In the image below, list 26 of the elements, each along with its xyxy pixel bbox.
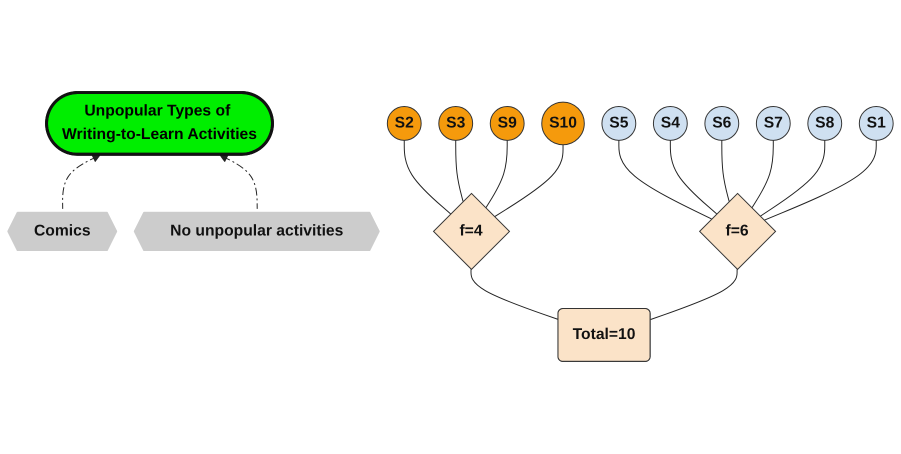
connector [618, 140, 712, 220]
node-circle: S9 [490, 106, 525, 141]
connector [650, 268, 738, 320]
node-circle: S10 [541, 102, 585, 146]
connector [763, 140, 877, 221]
node-diamond: f=6 [698, 192, 776, 270]
node-circle: S3 [438, 106, 474, 141]
connector [470, 268, 559, 320]
node-circle: S2 [386, 106, 422, 141]
connector [404, 140, 452, 214]
connector [751, 140, 774, 209]
arrow [62, 154, 101, 210]
node-circle: S7 [756, 106, 791, 141]
node-diamond: f=4 [432, 192, 510, 270]
node-circle: S4 [652, 106, 688, 141]
connector [721, 140, 730, 202]
node-circle: S8 [807, 106, 842, 141]
node-circle: S6 [704, 106, 740, 141]
connector [760, 140, 826, 217]
connector [485, 140, 508, 209]
connector [494, 144, 564, 218]
arrow [219, 154, 258, 210]
node-circle: S5 [601, 106, 636, 141]
node-circle: S1 [858, 106, 894, 141]
connector [670, 140, 718, 214]
connector [455, 140, 464, 202]
